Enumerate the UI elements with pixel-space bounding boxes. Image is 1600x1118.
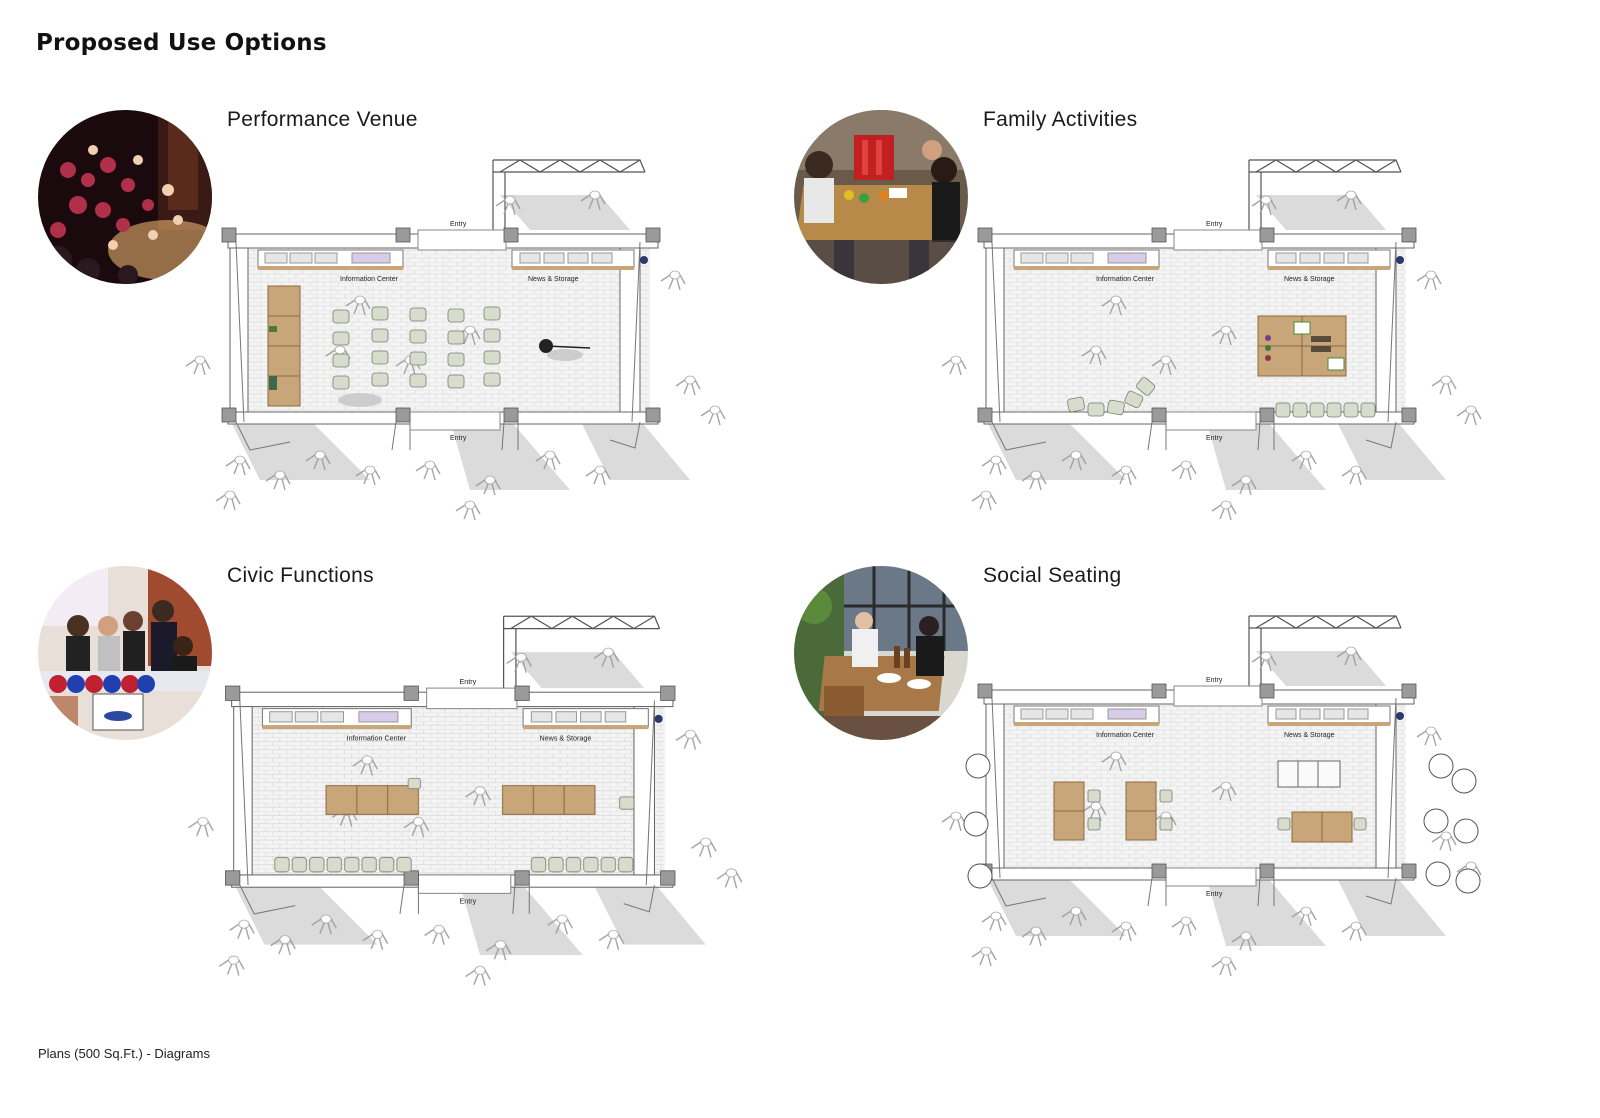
panel-family-activities: Family Activities [756,90,1536,550]
page-title: Proposed Use Options [36,30,327,56]
children-crafts-table-photo [794,110,968,284]
audience-chairs [332,306,501,390]
stage-platform [267,285,301,407]
booth-tables [325,785,596,815]
tetherball [539,339,591,353]
voter-registration-booth-photo [38,566,212,740]
floor-plan [926,606,1526,986]
chairs-row [1275,402,1376,418]
cafe-chairs [1087,789,1367,831]
outdoor-tables [963,753,1481,894]
panel-title: Social Seating [983,564,1122,587]
circle-seating [1067,377,1156,417]
activity-table [1257,315,1347,377]
panel-social-seating: Social Seating [756,546,1536,1006]
panel-title: Performance Venue [227,108,418,131]
floor-plan [170,150,770,530]
panel-title: Family Activities [983,108,1138,131]
panel-title: Civic Functions [227,564,374,587]
floor-plan [170,606,790,996]
chairs-row [274,778,635,873]
footer-caption: Plans (500 Sq.Ft.) - Diagrams [38,1046,210,1061]
panel-civic-functions: Civic Functions [0,546,780,1006]
panel-performance-venue: Performance Venue [0,90,780,550]
floor-plan [926,150,1526,530]
cafe-tables [1053,760,1353,843]
